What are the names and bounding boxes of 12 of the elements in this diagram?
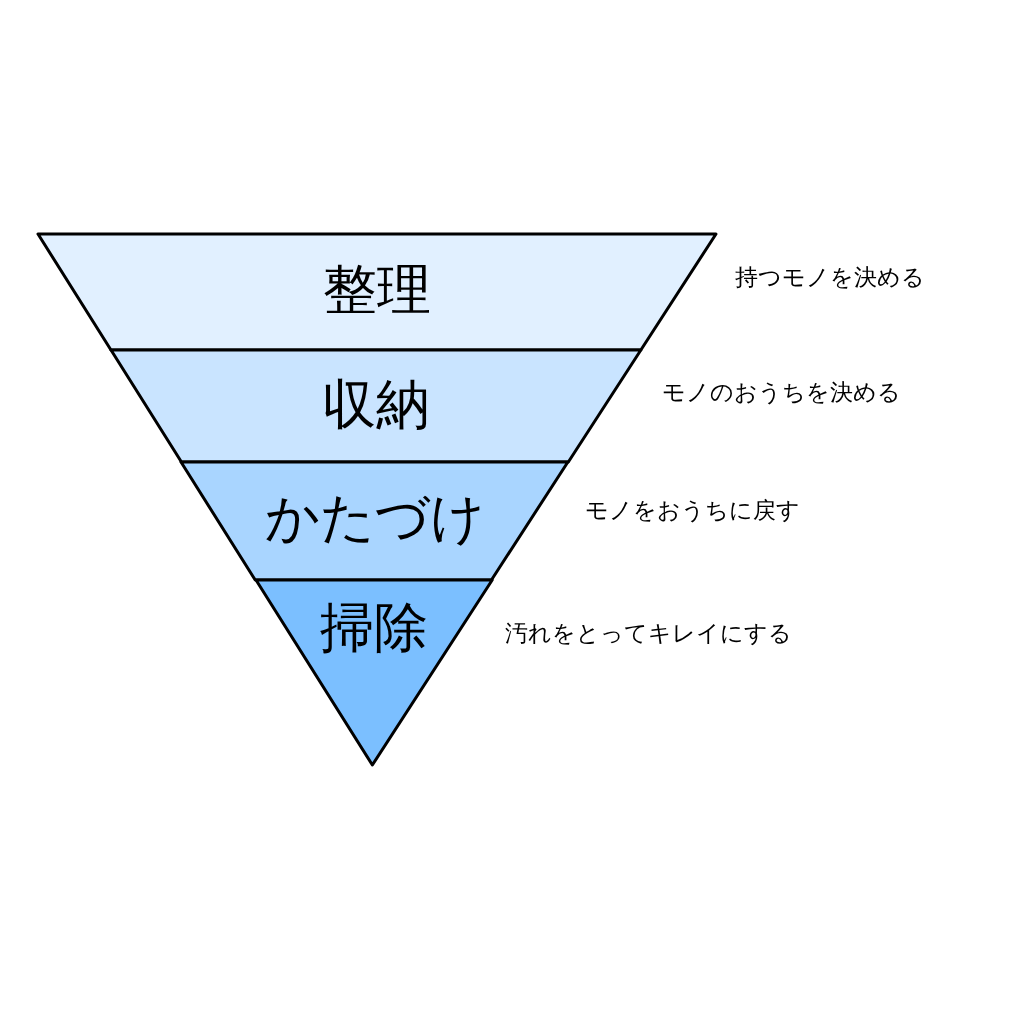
band-description: 汚れをとってキレイにする xyxy=(505,619,792,648)
band-description: モノのおうちを決める xyxy=(662,378,901,407)
pyramid-band xyxy=(179,460,570,582)
band-title: 整理 xyxy=(323,258,431,322)
band-title: 収納 xyxy=(321,373,430,437)
band-title: 掃除 xyxy=(319,596,428,660)
band-title: かたづけ xyxy=(264,486,485,550)
band-description: 持つモノを決める xyxy=(735,263,925,292)
pyramid-band xyxy=(254,578,494,767)
pyramid-band xyxy=(36,232,718,352)
pyramid-band xyxy=(109,348,643,464)
band-description: モノをおうちに戻す xyxy=(585,496,800,525)
